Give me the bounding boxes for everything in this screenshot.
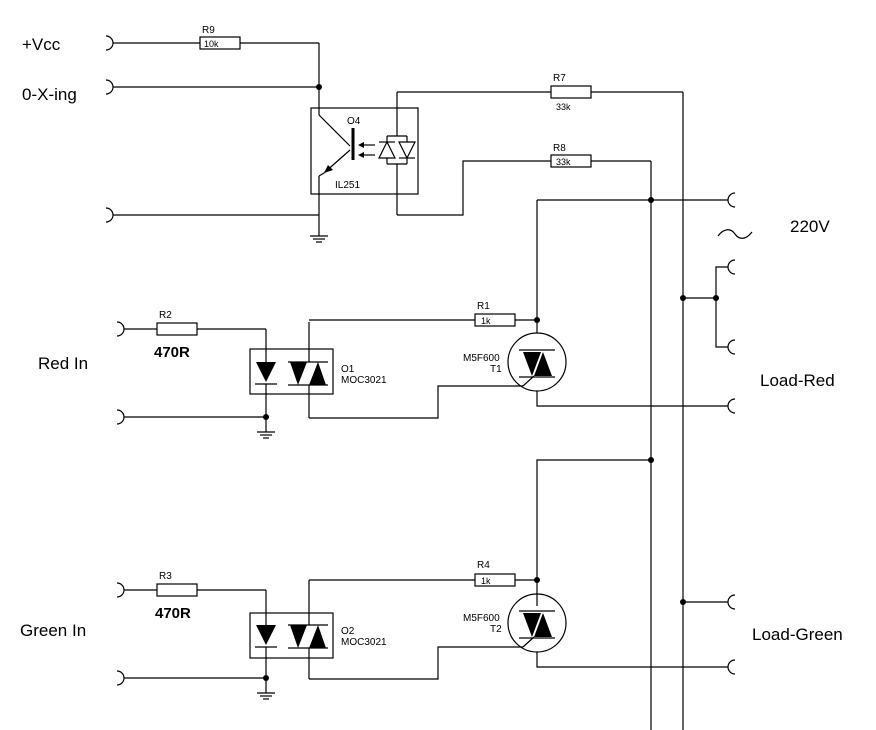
- connector-mains-3: [727, 339, 736, 355]
- o4-ref: O4: [347, 116, 361, 127]
- connector-green-in: [116, 582, 125, 598]
- connector-mains-2: [727, 259, 736, 275]
- connector-load-green: [727, 659, 736, 675]
- o1-part: MOC3021: [341, 375, 387, 386]
- resistor-r4: R4 1k: [309, 560, 537, 587]
- resistor-r9: 10k R9: [113, 25, 319, 50]
- o2-part: MOC3021: [341, 637, 387, 648]
- label-green-in: Green In: [20, 621, 86, 640]
- resistor-r2: R2 470R: [124, 310, 266, 361]
- triac-t1: M5F600 T1: [463, 332, 567, 392]
- connector-red-gnd: [116, 409, 125, 425]
- optocoupler-o4: O4 IL251: [310, 107, 419, 236]
- r9-ref: R9: [202, 25, 215, 36]
- mains-ac-symbol: [717, 229, 753, 239]
- triac-t2: M5F600 T2: [463, 593, 567, 653]
- label-load-red: Load-Red: [760, 371, 835, 390]
- ground-o2: [257, 692, 275, 700]
- t1-ref: T1: [490, 364, 502, 375]
- label-vcc: +Vcc: [22, 35, 61, 54]
- r7-value: 33k: [556, 102, 571, 112]
- label-220v: 220V: [790, 217, 830, 236]
- resistor-r7: R7 33k: [397, 73, 683, 112]
- resistor-r8: R8 33k: [397, 143, 651, 216]
- connector-zero-crossing: [105, 79, 114, 95]
- label-red-in: Red In: [38, 354, 88, 373]
- t2-ref: T2: [490, 624, 502, 635]
- ground-o1: [257, 431, 275, 439]
- t1-part: M5F600: [463, 353, 500, 364]
- t2-part: M5F600: [463, 613, 500, 624]
- optocoupler-o1: O1 MOC3021: [249, 322, 387, 418]
- connector-green-common: [727, 594, 736, 610]
- label-load-green: Load-Green: [752, 625, 843, 644]
- r4-value: 1k: [481, 576, 491, 586]
- connector-mains-1: [727, 192, 736, 208]
- o1-ref: O1: [341, 364, 355, 375]
- o4-part: IL251: [335, 180, 360, 191]
- r3-ref: R3: [159, 571, 172, 582]
- connector-red-in: [116, 321, 125, 337]
- connector-detector-gnd: [105, 207, 114, 223]
- r3-value: 470R: [155, 605, 191, 622]
- r8-ref: R8: [553, 143, 566, 154]
- r1-value: 1k: [481, 316, 491, 326]
- ground-o4: [310, 235, 328, 243]
- connector-load-red: [727, 398, 736, 414]
- r1-ref: R1: [477, 301, 490, 312]
- optocoupler-o2: O2 MOC3021: [249, 580, 387, 679]
- r4-ref: R4: [477, 560, 490, 571]
- r2-value: 470R: [154, 344, 190, 361]
- r9-value: 10k: [204, 39, 219, 49]
- r2-ref: R2: [159, 310, 172, 321]
- connector-green-gnd: [116, 670, 125, 686]
- r7-ref: R7: [553, 73, 566, 84]
- resistor-r1: R1 1k: [309, 301, 537, 327]
- resistor-r3: R3 470R: [124, 571, 266, 622]
- r8-value: 33k: [556, 157, 571, 167]
- o2-ref: O2: [341, 626, 355, 637]
- label-zero-crossing: 0-X-ing: [22, 85, 77, 104]
- connector-vcc: [105, 35, 114, 51]
